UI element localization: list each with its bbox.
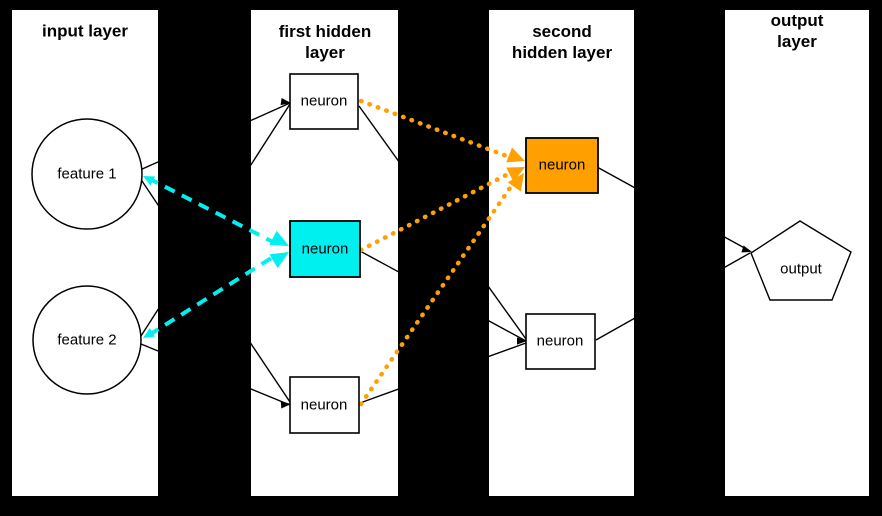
arrowhead-into-neuron1c	[280, 401, 291, 409]
edge-neuron1a-to-neuron2a-highlight	[358, 98, 515, 161]
edge-feature2-to-neuron1c	[140, 343, 291, 406]
edge-neuron1c-to-neuron2b	[359, 342, 527, 404]
node-feature-1[interactable]	[31, 118, 143, 230]
edge-neuron2a-to-output	[596, 166, 751, 252]
arrowhead-cyan-at-feature2	[143, 328, 156, 338]
arrowhead-cyan-into-neuron1b-upper	[269, 230, 289, 246]
arrowhead-into-neuron1a	[280, 98, 291, 106]
edge-group-cyan	[147, 176, 275, 337]
edge-neuron1c-to-neuron2a-highlight	[358, 185, 513, 407]
arrowhead-into-output	[741, 245, 752, 253]
arrowhead-cyan-at-feature1	[143, 176, 156, 186]
node-output[interactable]	[750, 220, 852, 301]
edge-group-orange	[358, 98, 515, 407]
arrowhead-orange-into-neuron2a-middle	[506, 167, 525, 182]
node-hidden1-neuron-bottom[interactable]	[289, 376, 360, 434]
arrowhead-orange-into-neuron2a-top	[506, 147, 525, 163]
node-hidden2-neuron-top[interactable]	[525, 137, 599, 194]
node-hidden2-neuron-bottom[interactable]	[525, 313, 596, 370]
edge-feature1-to-neuron1b-highlight	[147, 176, 274, 244]
arrowheads-black	[280, 98, 752, 409]
edge-neuron1b-to-neuron2a-highlight	[358, 169, 515, 253]
arrowheads-cyan	[143, 176, 289, 338]
edge-neuron2b-to-output	[595, 252, 751, 341]
edge-feature2-to-neuron1a	[140, 103, 291, 337]
node-hidden1-neuron-middle[interactable]	[289, 220, 361, 278]
edge-neuron1b-to-neuron2b	[359, 250, 527, 342]
arrowhead-orange-into-neuron2a-bottom	[507, 173, 524, 192]
edge-feature1-to-neuron1a	[139, 102, 291, 171]
arrowhead-into-neuron2b	[517, 337, 527, 345]
panel-input-layer	[12, 10, 158, 496]
edge-feature1-to-neuron1c	[139, 177, 291, 403]
node-hidden1-neuron-top[interactable]	[289, 73, 359, 130]
panel-second-hidden-layer	[489, 10, 634, 496]
edge-group-black	[139, 102, 751, 406]
node-feature-2[interactable]	[32, 285, 142, 395]
edge-feature2-to-neuron1b-highlight	[147, 255, 275, 337]
arrowheads-orange	[506, 147, 525, 192]
arrowhead-cyan-into-neuron1b-lower	[269, 252, 289, 269]
edge-neuron1a-to-neuron2b	[358, 105, 527, 340]
